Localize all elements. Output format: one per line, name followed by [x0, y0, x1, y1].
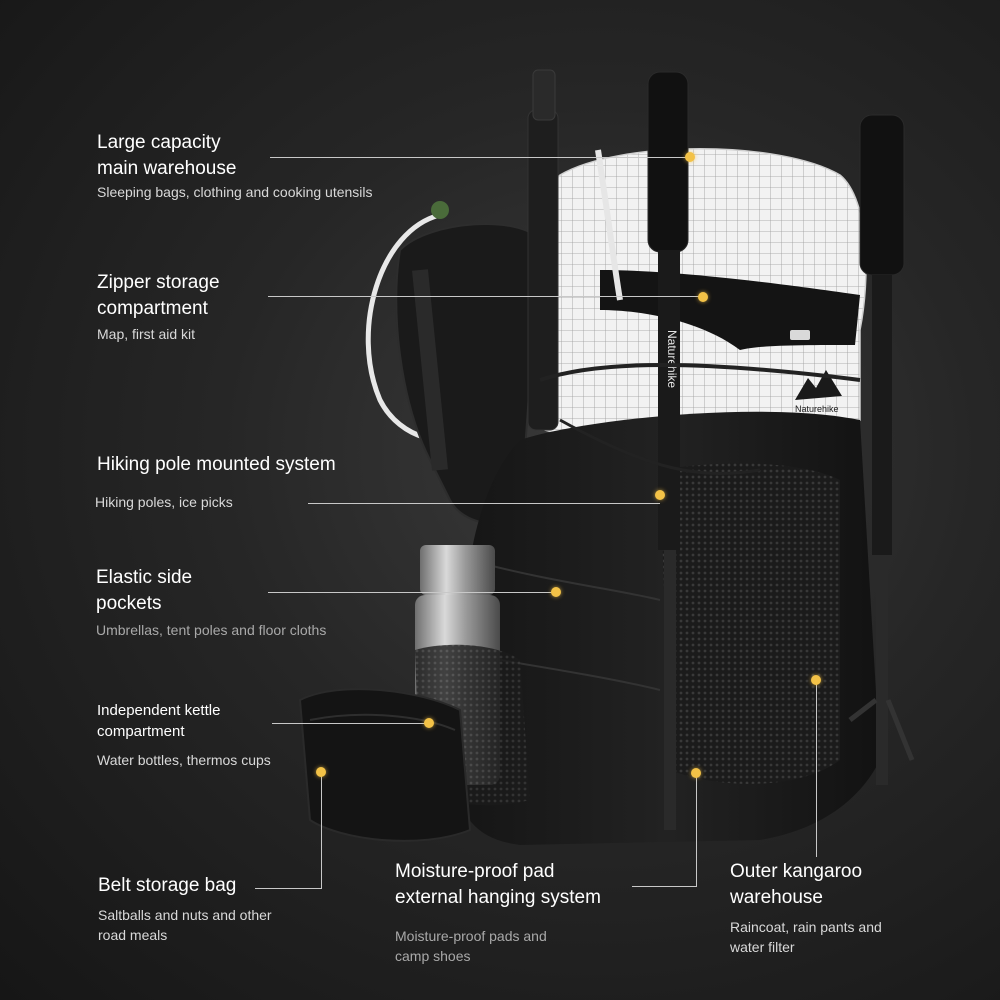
leader-line-kettle [272, 723, 428, 724]
feature-title: compartment [97, 723, 185, 740]
hiking-pole-right [848, 114, 915, 785]
feature-detail: Sleeping bags, clothing and cooking uten… [97, 184, 373, 200]
umbrella [527, 109, 559, 431]
hotspot-zipper[interactable] [698, 292, 708, 302]
leader-line-zipper [268, 296, 703, 297]
feature-title: compartment [97, 298, 208, 319]
hotspot-kettle[interactable] [424, 718, 434, 728]
bite-valve-icon [431, 201, 449, 219]
feature-title: external hanging system [395, 887, 601, 908]
leader-line-belt-h [255, 888, 321, 889]
feature-title: Large capacity [97, 132, 221, 153]
leader-line-side-pockets [268, 592, 556, 593]
feature-detail: Map, first aid kit [97, 326, 196, 342]
hotspot-main-warehouse[interactable] [685, 152, 695, 162]
feature-detail: Umbrellas, tent poles and floor cloths [96, 622, 327, 638]
feature-title: Belt storage bag [98, 875, 237, 896]
feature-detail: road meals [98, 927, 168, 943]
leader-line-main-warehouse [270, 157, 688, 158]
zipper-pull-icon [790, 330, 810, 340]
feature-title: Elastic side [96, 567, 193, 588]
feature-title: Zipper storage [97, 272, 220, 293]
feature-title: Independent kettle [97, 702, 221, 719]
hotspot-pad[interactable] [691, 768, 701, 778]
pole-text: Naturehike [665, 330, 679, 388]
feature-title: Hiking pole mounted system [97, 454, 336, 475]
feature-detail: camp shoes [395, 948, 471, 964]
feature-title: main warehouse [97, 158, 237, 179]
leader-line-hiking-pole [308, 503, 660, 504]
feature-title: pockets [96, 593, 162, 614]
feature-detail: Moisture-proof pads and [395, 928, 547, 944]
hiking-pole-left: Naturehike [595, 71, 689, 830]
feature-detail: Saltballs and nuts and other [98, 907, 272, 923]
hotspot-hiking-pole[interactable] [655, 490, 665, 500]
hotspot-belt[interactable] [316, 767, 326, 777]
leader-line-pad-h [632, 886, 697, 887]
leader-line-kangaroo-v [816, 681, 817, 857]
kangaroo-pocket-mesh [660, 463, 840, 784]
feature-detail: Raincoat, rain pants and [730, 919, 882, 935]
feature-detail: Water bottles, thermos cups [97, 752, 271, 768]
feature-detail: Hiking poles, ice picks [95, 494, 233, 510]
hotspot-side-pockets[interactable] [551, 587, 561, 597]
hip-belt [298, 688, 472, 842]
feature-title: warehouse [730, 887, 823, 908]
leader-line-pad-v [696, 773, 697, 887]
feature-title: Moisture-proof pad [395, 861, 555, 882]
feature-title: Outer kangaroo [730, 861, 863, 882]
logo-text: Naturehike [795, 404, 839, 414]
feature-detail: water filter [730, 939, 795, 955]
hotspot-kangaroo[interactable] [811, 675, 821, 685]
leader-line-belt-v [321, 773, 322, 889]
